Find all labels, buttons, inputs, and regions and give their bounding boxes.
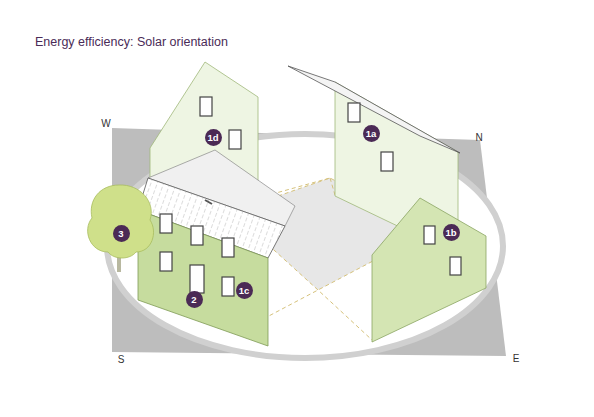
compass-label: W [101,118,110,129]
north-roof [288,66,460,153]
north-wall-windows [348,103,393,171]
deciduous-tree [88,185,154,272]
callout-number: 2 [186,291,203,308]
callout-number: 1c [236,282,253,299]
chimney [205,200,212,204]
callout-number: 1a [363,125,380,142]
callout-number: 3 [113,225,130,242]
south-facade-windows [160,214,234,296]
compass-label: E [513,353,520,364]
compass-label: N [475,132,482,143]
compass-label: S [118,354,125,365]
callout-number: 1d [205,129,222,146]
west-wall-windows [200,97,241,149]
south-facade [138,210,268,346]
callout-number: 1b [443,224,460,241]
front-door [190,265,204,293]
east-wall [372,198,486,342]
diagram-title: Energy efficiency: Solar orientation [35,35,228,49]
